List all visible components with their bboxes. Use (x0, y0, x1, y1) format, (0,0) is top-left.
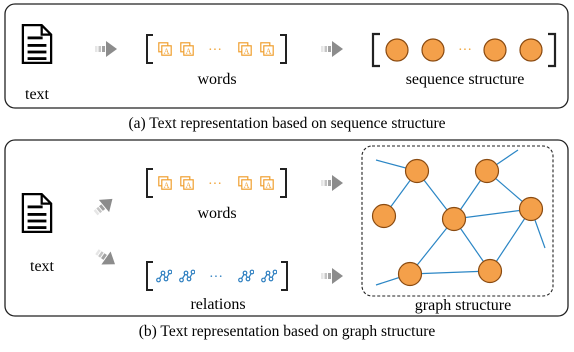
edge (489, 208, 532, 272)
ellipsis: ··· (208, 177, 222, 192)
node (371, 203, 397, 229)
node (483, 38, 507, 62)
panel-a-words-label: words (197, 71, 236, 88)
node (404, 158, 430, 184)
node (477, 258, 503, 284)
panel-b-words-label: words (197, 205, 236, 222)
arrow-up-right-icon (90, 192, 118, 220)
edge (409, 270, 491, 275)
word-icon (238, 176, 252, 190)
edge (453, 208, 532, 220)
right-bracket (280, 34, 287, 64)
arrow-right-icon (95, 41, 117, 57)
panel-a-structure-label: sequence structure (406, 71, 525, 88)
graph-nodes (371, 158, 544, 287)
ellipsis: ··· (208, 43, 222, 58)
panel-b-relations-label: relations (190, 296, 245, 313)
node (421, 38, 445, 62)
relation-icon (238, 269, 254, 283)
document-icon (21, 192, 53, 234)
word-icon (180, 42, 194, 56)
word-icon (260, 176, 274, 190)
relation-sequence: ··· (146, 261, 288, 291)
panel-b-structure-label: graph structure (415, 297, 511, 314)
arrow-right-icon (321, 268, 343, 284)
left-bracket (371, 32, 380, 68)
word-sequence: ··· (146, 168, 287, 198)
panel-b-input-label: text (30, 258, 55, 275)
word-icon (180, 176, 194, 190)
panel-a-frame (4, 3, 569, 109)
word-icon (158, 176, 172, 190)
left-bracket (146, 34, 153, 64)
ellipsis: ··· (458, 43, 472, 58)
word-icon (238, 42, 252, 56)
right-bracket (281, 261, 288, 291)
node (385, 38, 409, 62)
node (518, 196, 544, 222)
relation-icon (261, 269, 277, 283)
right-bracket (548, 32, 557, 68)
left-bracket (146, 168, 153, 198)
sequence-structure: ··· (371, 32, 557, 68)
word-sequence: ··· (146, 34, 287, 64)
graph-structure (361, 145, 554, 297)
relation-icon (156, 269, 172, 283)
word-icon (260, 42, 274, 56)
panel-a-input-label: text (25, 86, 50, 103)
panel-b-caption: (b) Text representation based on graph s… (139, 323, 436, 340)
node (519, 38, 543, 62)
node (441, 206, 467, 232)
arrow-down-right-icon (92, 245, 120, 271)
document-icon (21, 23, 53, 65)
arrow-right-icon (321, 175, 343, 191)
node (397, 261, 423, 287)
right-bracket (280, 168, 287, 198)
relation-icon (179, 269, 195, 283)
panel-a-caption: (a) Text representation based on sequenc… (128, 115, 445, 132)
node (474, 158, 500, 184)
panel-b-frame (4, 139, 569, 317)
arrow-right-icon (321, 41, 343, 57)
graph-frame (361, 145, 554, 297)
word-icon (158, 42, 172, 56)
ellipsis: ··· (209, 270, 223, 285)
left-bracket (146, 261, 153, 291)
